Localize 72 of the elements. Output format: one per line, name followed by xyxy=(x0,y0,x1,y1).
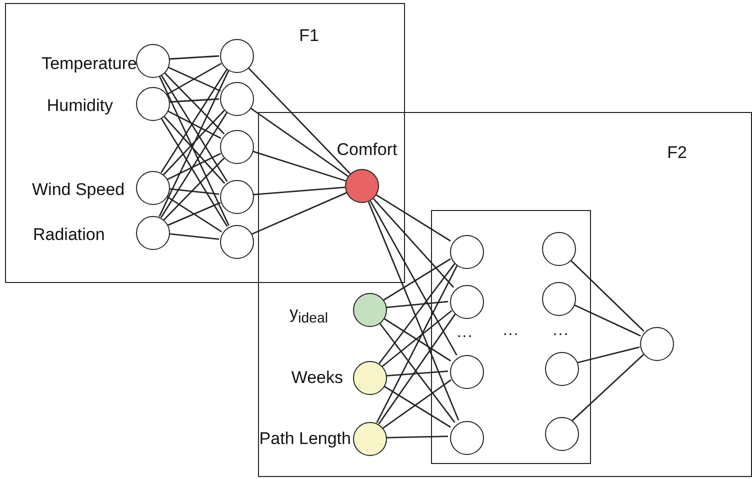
neuron-circle xyxy=(345,169,379,203)
input-label: Weeks xyxy=(291,368,343,388)
neuron-circle xyxy=(353,361,387,395)
network-frame xyxy=(258,112,752,477)
neuron-circle xyxy=(542,232,576,266)
connection-line xyxy=(163,72,225,134)
ellipsis-text: ... xyxy=(552,322,570,340)
connection-line xyxy=(378,263,456,364)
frame-title: F1 xyxy=(299,26,319,46)
neuron-circle xyxy=(545,352,579,386)
connection-line xyxy=(166,152,222,180)
connection-line xyxy=(168,98,220,103)
neuron-circle xyxy=(220,225,254,259)
connection-line xyxy=(568,258,644,332)
connection-line xyxy=(572,354,644,421)
neuron-circle xyxy=(220,82,254,116)
neuron-circle xyxy=(640,327,674,361)
connection-line xyxy=(252,186,346,196)
neuron-circle xyxy=(545,417,579,451)
layer-frame xyxy=(431,210,591,464)
input-label: Radiation xyxy=(33,225,105,245)
neuron-circle xyxy=(136,171,170,205)
neuron-circle xyxy=(220,39,254,73)
connection-line xyxy=(251,192,347,235)
connection-line xyxy=(386,370,448,376)
input-label: Path Length xyxy=(259,429,351,449)
connection-line xyxy=(382,310,452,367)
input-label: Humidity xyxy=(46,96,113,116)
connection-line xyxy=(382,318,452,362)
connection-line xyxy=(247,66,351,174)
neuron-circle xyxy=(450,421,484,455)
connection-line xyxy=(383,258,451,301)
neuron-circle xyxy=(136,87,170,121)
connection-line xyxy=(376,194,451,242)
connection-line xyxy=(168,233,220,240)
connection-line xyxy=(572,304,641,336)
connection-line xyxy=(386,300,448,308)
connection-line xyxy=(376,264,458,424)
connection-line xyxy=(166,110,222,139)
ellipsis-text: ... xyxy=(456,324,474,342)
input-label: Wind Speed xyxy=(32,180,125,200)
connection-line xyxy=(162,115,226,184)
connection-line xyxy=(372,198,454,288)
neuron-circle xyxy=(450,235,484,269)
neuron-circle xyxy=(220,130,254,164)
ellipsis-text: ... xyxy=(502,322,520,340)
neuron-circle xyxy=(542,282,576,316)
connection-line xyxy=(163,158,225,220)
neuron-circle xyxy=(450,355,484,389)
frame-title: F2 xyxy=(667,143,687,163)
neuron-circle xyxy=(136,216,170,250)
network-frame xyxy=(5,3,405,283)
connection-line xyxy=(252,150,346,182)
neuron-circle xyxy=(450,285,484,319)
connection-line xyxy=(167,202,221,226)
connection-line xyxy=(163,110,225,176)
neuron-circle xyxy=(136,44,170,78)
connection-line xyxy=(368,201,460,421)
input-label: y$_{ideal}$ xyxy=(290,303,328,327)
neuron-circle xyxy=(353,293,387,327)
neuron-circle xyxy=(220,180,254,214)
connection-line xyxy=(168,188,220,195)
input-label: Comfort xyxy=(336,140,398,160)
connection-line xyxy=(168,55,220,60)
connection-line xyxy=(386,436,448,438)
connection-line xyxy=(383,385,451,428)
neuron-circle xyxy=(353,422,387,456)
input-label: Temperature xyxy=(42,54,137,74)
connection-line xyxy=(250,107,348,177)
connection-line xyxy=(576,346,640,364)
connection-line xyxy=(370,200,458,356)
connection-line xyxy=(382,379,452,429)
